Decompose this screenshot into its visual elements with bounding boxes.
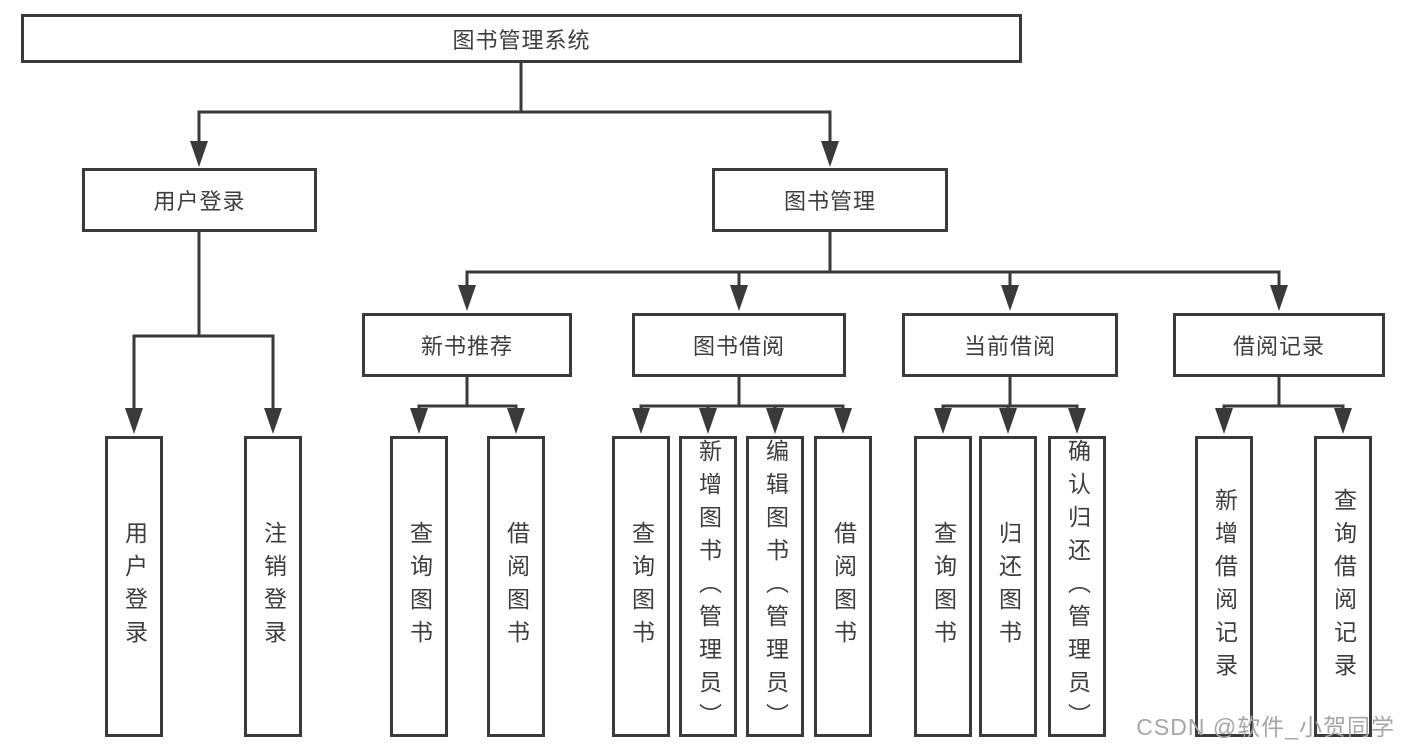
leaf-borrow-books: 借阅图书 — [814, 436, 872, 737]
node-root-library-system: 图书管理系统 — [21, 14, 1022, 63]
arrow-down-icon — [1215, 408, 1233, 434]
arrow-down-icon — [934, 408, 952, 434]
arrow-down-icon — [1270, 285, 1288, 311]
leaf-confirm-return-admin: 确认归还（管理员） — [1048, 436, 1106, 737]
arrow-down-icon — [766, 408, 784, 434]
leaf-edit-books-admin: 编辑图书（管理员） — [746, 436, 804, 737]
arrow-down-icon — [834, 408, 852, 434]
arrow-down-icon — [507, 408, 525, 434]
node-user-login: 用户登录 — [82, 168, 317, 232]
arrow-down-icon — [264, 408, 282, 434]
connector-book-management — [458, 231, 1288, 311]
arrow-down-icon — [632, 408, 650, 434]
connector-user-login — [125, 231, 282, 434]
connector-current-borrow — [934, 376, 1086, 434]
leaf-query-books-recommend: 查询图书 — [390, 436, 448, 737]
leaf-logout: 注销登录 — [244, 436, 302, 737]
connector-book-borrow — [632, 376, 852, 434]
arrow-down-icon — [1068, 408, 1086, 434]
arrow-down-icon — [730, 285, 748, 311]
arrow-down-icon — [1334, 408, 1352, 434]
node-new-book-recommend: 新书推荐 — [362, 313, 572, 377]
arrow-down-icon — [999, 408, 1017, 434]
arrow-down-icon — [699, 408, 717, 434]
arrow-down-icon — [458, 285, 476, 311]
leaf-return-books: 归还图书 — [979, 436, 1037, 737]
connector-borrow-record — [1215, 376, 1352, 434]
connector-root — [190, 62, 839, 167]
arrow-down-icon — [410, 408, 428, 434]
leaf-user-login: 用户登录 — [105, 436, 163, 737]
leaf-add-books-admin: 新增图书（管理员） — [679, 436, 737, 737]
arrow-down-icon — [1001, 285, 1019, 311]
arrow-down-icon — [125, 408, 143, 434]
leaf-query-books: 查询图书 — [612, 436, 670, 737]
connector-new-book — [410, 376, 525, 434]
leaf-borrow-books-recommend: 借阅图书 — [487, 436, 545, 737]
node-current-borrow: 当前借阅 — [902, 313, 1118, 377]
csdn-watermark: CSDN @软件_小贺同学 — [1136, 714, 1395, 740]
node-book-management: 图书管理 — [712, 168, 948, 232]
arrow-down-icon — [190, 141, 208, 167]
node-book-borrow: 图书借阅 — [632, 313, 846, 377]
leaf-query-borrow-record: 查询借阅记录 — [1314, 436, 1372, 737]
leaf-add-borrow-record: 新增借阅记录 — [1195, 436, 1253, 737]
leaf-query-books-current: 查询图书 — [914, 436, 972, 737]
arrow-down-icon — [821, 141, 839, 167]
node-borrow-record: 借阅记录 — [1173, 313, 1385, 377]
